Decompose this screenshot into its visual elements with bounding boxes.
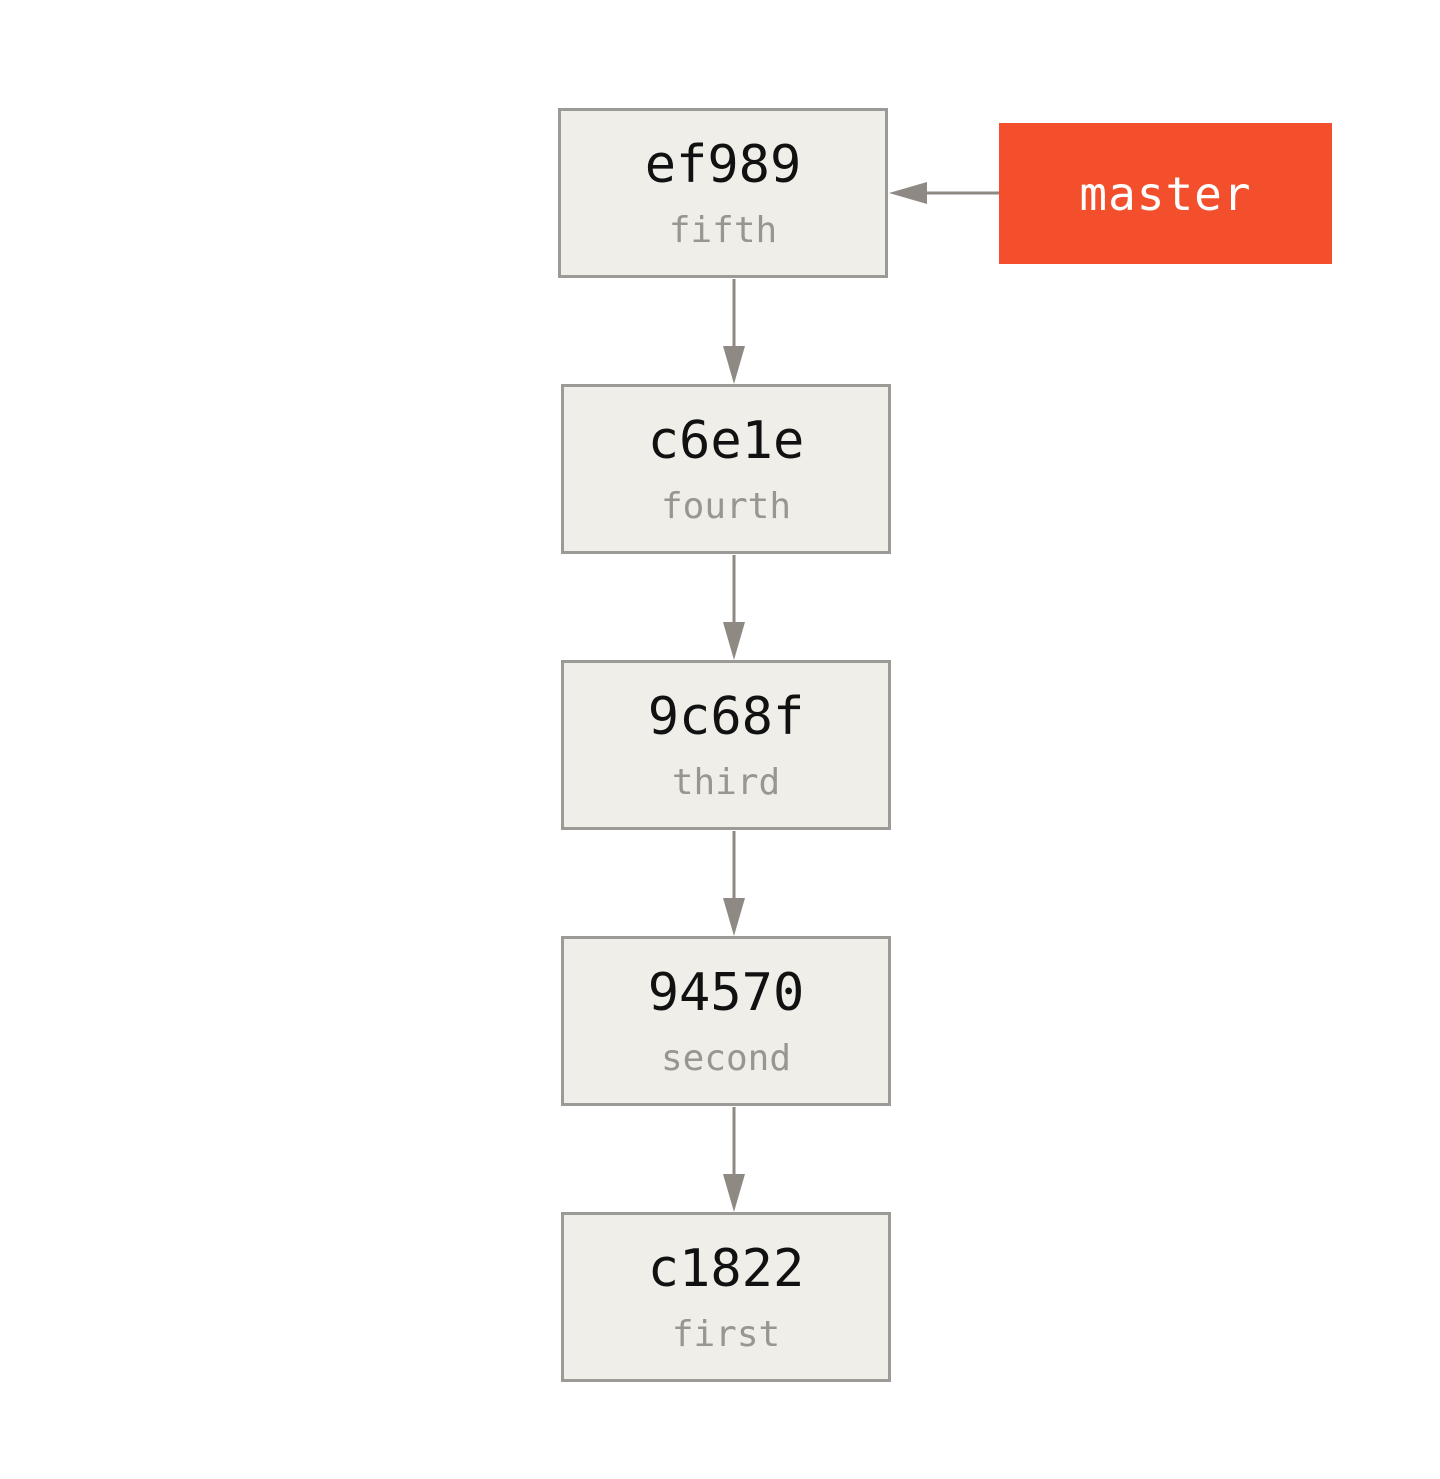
commit-message: fifth	[668, 210, 778, 251]
branch-pointer-master: master	[999, 123, 1332, 264]
commit-node: c6e1e fourth	[561, 384, 891, 554]
commit-node: c1822 first	[561, 1212, 891, 1382]
commit-message: fourth	[660, 486, 792, 527]
commit-hash: c1822	[647, 1239, 805, 1299]
parent-arrow	[723, 831, 745, 936]
commit-message: second	[660, 1038, 792, 1079]
commit-message: third	[671, 762, 781, 803]
parent-arrow	[723, 555, 745, 660]
commit-node: ef989 fifth	[558, 108, 888, 278]
commit-hash: 9c68f	[647, 687, 805, 747]
commit-node: 9c68f third	[561, 660, 891, 830]
branch-pointer-arrow	[889, 182, 999, 204]
commit-hash: c6e1e	[647, 411, 805, 471]
commit-hash: 94570	[647, 963, 805, 1023]
parent-arrow	[723, 279, 745, 384]
commit-node: 94570 second	[561, 936, 891, 1106]
commit-hash: ef989	[644, 135, 802, 195]
commit-message: first	[671, 1314, 781, 1355]
branch-label: master	[1079, 166, 1252, 221]
parent-arrow	[723, 1107, 745, 1212]
